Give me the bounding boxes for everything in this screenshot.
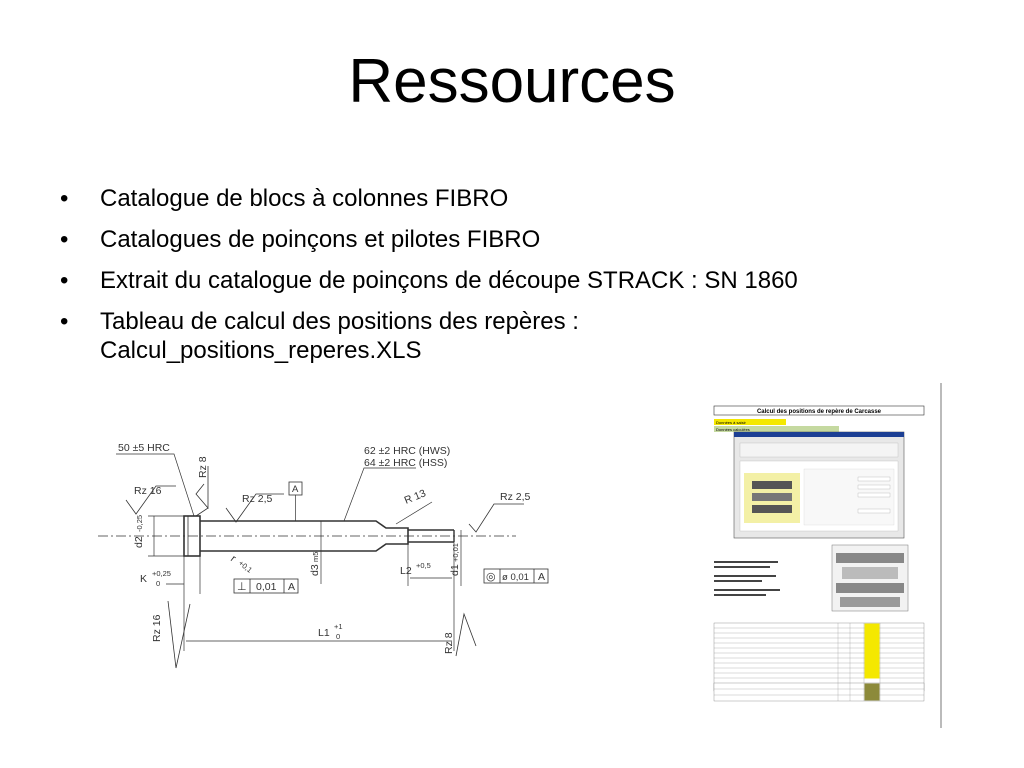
bullet-text-line-1: Tableau de calcul des positions des repè…	[100, 308, 579, 335]
fillet-r-label: r	[228, 553, 239, 565]
bullet-marker: •	[60, 308, 69, 335]
head-k-tolerance-lower: 0	[156, 579, 160, 588]
bullet-item-fibro-blocks: • Catalogue de blocs à colonnes FIBRO	[60, 184, 960, 213]
roughness-rz8-bottom: Rz 8	[443, 632, 455, 654]
roughness-rz25-right: Rz 2,5	[500, 491, 531, 503]
diameter-d2-tolerance: -0,25	[135, 515, 144, 532]
bullet-text-line-2: Calcul_positions_reperes.XLS	[100, 337, 422, 364]
spreadsheet-legend-input: Données à saisir	[716, 420, 746, 425]
perpendicularity-symbol: ⊥	[237, 581, 247, 593]
diameter-d3-fit: m5	[311, 552, 320, 562]
head-k-tolerance-upper: +0,25	[152, 569, 171, 578]
datum-a-label: A	[292, 484, 299, 495]
roughness-rz8-top: Rz 8	[197, 456, 209, 478]
concentricity-symbol: ◎	[486, 571, 496, 583]
length-l2-label: L2	[400, 565, 412, 577]
hardness-hss-label: 64 ±2 HRC (HSS)	[364, 457, 447, 469]
diameter-d1-tolerance: +0,01	[451, 543, 460, 562]
bullet-list: • Catalogue de blocs à colonnes FIBRO • …	[60, 184, 960, 377]
roughness-rz25-mid: Rz 2,5	[242, 493, 273, 505]
concentricity-datum: A	[538, 571, 545, 583]
bullet-item-strack: • Extrait du catalogue de poinçons de dé…	[60, 266, 960, 295]
perpendicularity-value: 0,01	[256, 581, 277, 593]
roughness-rz16-left: Rz 16	[134, 485, 162, 497]
bullet-item-fibro-punches: • Catalogues de poinçons et pilotes FIBR…	[60, 225, 960, 254]
perpendicularity-datum: A	[288, 581, 295, 593]
radius-r13-label: R 13	[403, 487, 428, 506]
bullet-text: Catalogues de poinçons et pilotes FIBRO	[100, 226, 541, 253]
diameter-d3-label: d3	[309, 564, 321, 576]
length-l1-tolerance-lower: 0	[336, 632, 340, 641]
diameter-d2-label: d2	[133, 536, 145, 548]
roughness-rz16-bottom: Rz 16	[151, 614, 163, 642]
spreadsheet-legend-calc: Données calculées	[716, 427, 750, 432]
length-l2-tolerance: +0,5	[416, 561, 431, 570]
bullet-marker: •	[60, 267, 69, 294]
bullet-item-spreadsheet: • Tableau de calcul des positions des re…	[60, 307, 960, 365]
spreadsheet-screenshot: Calcul des positions de repère de Carcas…	[713, 383, 942, 728]
slide-title: Ressources	[348, 47, 676, 116]
head-k-label: K	[140, 573, 147, 585]
diameter-d1-label: d1	[449, 564, 461, 576]
hardness-head-label: 50 ±5 HRC	[118, 442, 170, 454]
bullet-text: Extrait du catalogue de poinçons de déco…	[100, 267, 798, 294]
fillet-r-tolerance: +0,1	[237, 558, 254, 574]
length-l1-label: L1	[318, 627, 330, 639]
spreadsheet-title: Calcul des positions de repère de Carcas…	[757, 409, 882, 415]
bullet-text: Catalogue de blocs à colonnes FIBRO	[100, 185, 509, 212]
punch-technical-drawing: 50 ±5 HRC 62 ±2 HRC (HWS) 64 ±2 HRC (HSS…	[98, 442, 549, 669]
hardness-hws-label: 62 ±2 HRC (HWS)	[364, 445, 450, 457]
length-l1-tolerance-upper: +1	[334, 622, 343, 631]
concentricity-value: ø 0,01	[502, 572, 529, 583]
bullet-marker: •	[60, 226, 69, 253]
bullet-marker: •	[60, 185, 69, 212]
